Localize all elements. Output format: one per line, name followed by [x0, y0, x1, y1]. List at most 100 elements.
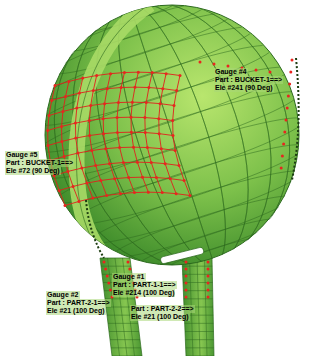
- gauge-node: [99, 179, 102, 182]
- leg-mesh: [197, 258, 200, 356]
- gauge-label: Part : BUCKET-1==>: [5, 159, 74, 167]
- gauge-node: [133, 86, 136, 89]
- parallel: [52, 107, 309, 214]
- gauge-node: [116, 131, 119, 134]
- gauge-node: [74, 137, 77, 140]
- gauge-label: Ele #72 (90 Deg): [5, 167, 61, 175]
- gauge-mesh: [46, 59, 293, 299]
- gauge-node: [143, 116, 146, 119]
- gauge-node: [106, 275, 109, 278]
- gauge-node: [106, 87, 109, 90]
- gauge-node: [173, 104, 176, 107]
- gauge-node: [207, 268, 210, 271]
- gauge-node: [172, 134, 175, 137]
- gauge-node: [92, 89, 95, 92]
- gauge-node: [129, 116, 132, 119]
- meridian: [20, 0, 323, 301]
- gauge-node: [48, 114, 51, 117]
- gauge-node: [174, 149, 177, 152]
- gauge-node: [108, 162, 111, 165]
- parallel: [35, 35, 277, 136]
- gauge-node: [269, 71, 272, 74]
- gauge-node: [54, 84, 57, 87]
- gauge-node: [213, 63, 216, 66]
- legs: [100, 258, 214, 356]
- gauge-node: [47, 144, 50, 147]
- gauge-node: [159, 102, 162, 105]
- gauge-node: [133, 191, 136, 194]
- gauge-node: [291, 59, 294, 62]
- gauge-node: [207, 282, 210, 285]
- gauge-node: [95, 74, 98, 77]
- gauge-node: [282, 143, 285, 146]
- gauge-node: [207, 296, 210, 299]
- parallel: [161, 234, 261, 276]
- gauge-line: [131, 72, 148, 192]
- gauge-node: [161, 87, 164, 90]
- parallel: [109, 188, 294, 265]
- gauge-node: [150, 161, 153, 164]
- gauge-node: [60, 140, 63, 143]
- meridian: [40, 0, 304, 294]
- gauge-node: [286, 107, 289, 110]
- gauge-line: [48, 117, 173, 130]
- gauge-node: [85, 182, 88, 185]
- gauge-node: [185, 261, 188, 264]
- gauge-line: [49, 102, 174, 115]
- gauge-node: [64, 95, 67, 98]
- gauge-label: Gauge #5: [5, 151, 39, 159]
- gauge-node: [58, 189, 61, 192]
- gauge-line: [59, 177, 184, 190]
- gauge-node: [175, 89, 178, 92]
- dashed-seam: [86, 200, 104, 258]
- gauge-node: [147, 191, 150, 194]
- gauge-node: [160, 147, 163, 150]
- gauge-node: [185, 275, 188, 278]
- gauge-node: [161, 191, 164, 194]
- gauge-node: [169, 177, 172, 180]
- gauge-node: [288, 83, 291, 86]
- gauge-node: [102, 117, 105, 120]
- gauge-node: [78, 92, 81, 95]
- gauge-node: [103, 102, 106, 105]
- gauge-node: [66, 170, 69, 173]
- gauge-node: [117, 101, 120, 104]
- gauge-label: Part : PART-1-1==>: [112, 281, 177, 289]
- meridian: [20, 0, 323, 301]
- gauge-node: [137, 71, 140, 74]
- gauge-node: [199, 61, 202, 64]
- gauge-node: [76, 152, 79, 155]
- gauge-node: [63, 155, 66, 158]
- gauge-node: [136, 161, 139, 164]
- gauge-node: [145, 101, 148, 104]
- gauge-node: [116, 116, 119, 119]
- gauge-node: [147, 86, 150, 89]
- gauge-node: [158, 132, 161, 135]
- gauge-node: [75, 107, 78, 110]
- gauge-node: [179, 74, 182, 77]
- gauge-node: [50, 99, 53, 102]
- gauge-node: [175, 192, 178, 195]
- gauge-node: [255, 69, 258, 72]
- gauge-node: [109, 72, 112, 75]
- leg-mesh: [205, 258, 208, 356]
- gauge-node: [207, 289, 210, 292]
- gauge-node: [102, 132, 105, 135]
- gauge-node: [122, 161, 125, 164]
- gauge-line: [103, 74, 120, 194]
- gauge-node: [185, 296, 188, 299]
- gauge-node: [289, 71, 292, 74]
- gauge-node: [89, 104, 92, 107]
- gauge-node: [105, 194, 108, 197]
- gauge-node: [74, 122, 77, 125]
- gauge-node: [165, 72, 168, 75]
- dashed-seam: [292, 58, 299, 180]
- gauge-label: Ele #241 (90 Deg): [214, 84, 274, 92]
- gauge-node: [94, 164, 97, 167]
- gauge-line: [55, 72, 180, 85]
- gauge-node: [207, 261, 210, 264]
- gauge-node: [185, 282, 188, 285]
- gauge-node: [207, 275, 210, 278]
- meridian: [66, 0, 277, 285]
